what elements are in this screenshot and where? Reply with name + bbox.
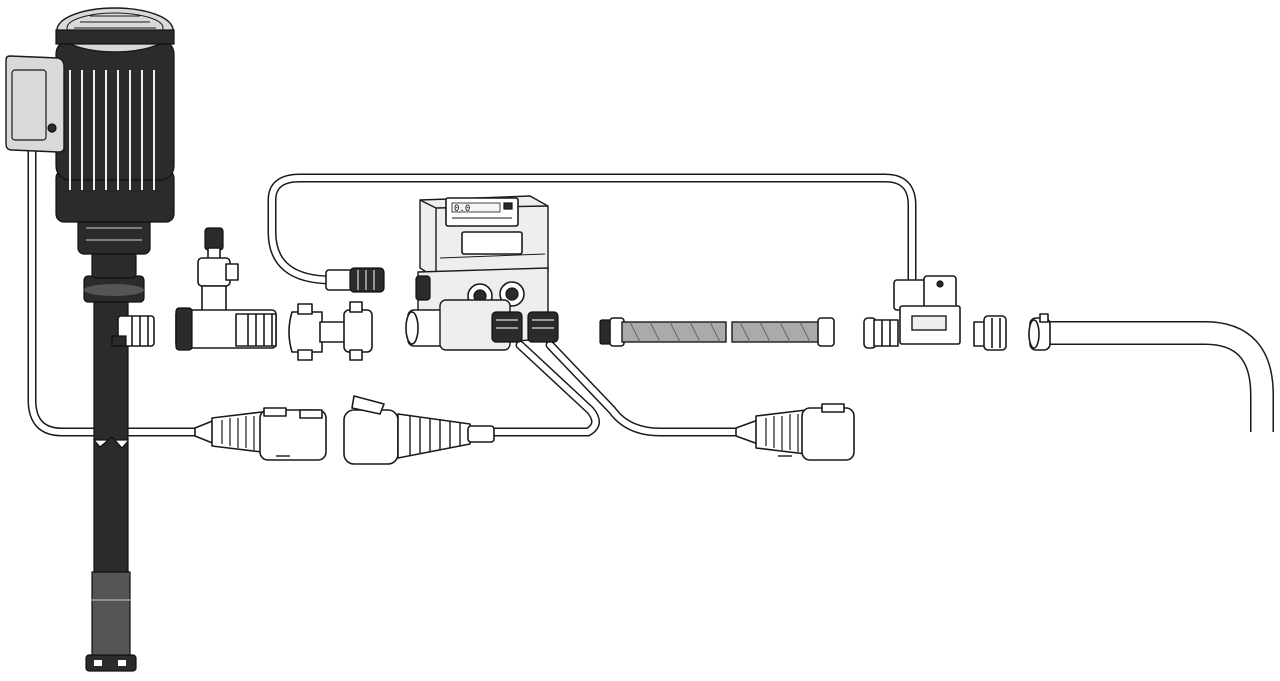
pump-outlet-stub — [111, 315, 155, 347]
discharge-hose — [1050, 321, 1274, 432]
pump-suction-tube — [85, 299, 137, 672]
signal-cable-connector — [325, 267, 385, 293]
tee-fitting-with-relief-valve — [175, 227, 277, 351]
threaded-nipple-right — [973, 315, 1007, 351]
controller-cable-to-socket — [487, 340, 600, 437]
motor-terminal-box — [5, 55, 65, 153]
motor-cooling-fins — [69, 70, 155, 190]
motor-cable-plug — [194, 407, 327, 461]
controller-cable-to-plug — [545, 340, 743, 437]
pump-coupling — [77, 213, 151, 303]
motor-power-cable — [27, 145, 200, 437]
solenoid-valve — [893, 275, 961, 345]
drum-pump — [5, 7, 175, 672]
flowmeter-display: 0.0 — [445, 197, 519, 227]
braided-hose-section — [599, 317, 835, 347]
hose-end-fitting — [1028, 313, 1051, 351]
flowmeter-signal-cable — [267, 173, 917, 291]
controller-cable-plug — [735, 403, 855, 461]
display-reading: 0.0 — [454, 204, 470, 214]
flowmeter-inlet — [405, 309, 449, 347]
pump-motor — [55, 7, 175, 223]
threaded-nipple-left — [863, 317, 899, 349]
controller-cable-socket — [343, 395, 495, 465]
flowmeter-controller: 0.0 — [405, 195, 559, 351]
tee-thread — [235, 313, 277, 347]
hose-coupling — [288, 301, 373, 361]
controller-cable-connectors — [491, 311, 559, 343]
